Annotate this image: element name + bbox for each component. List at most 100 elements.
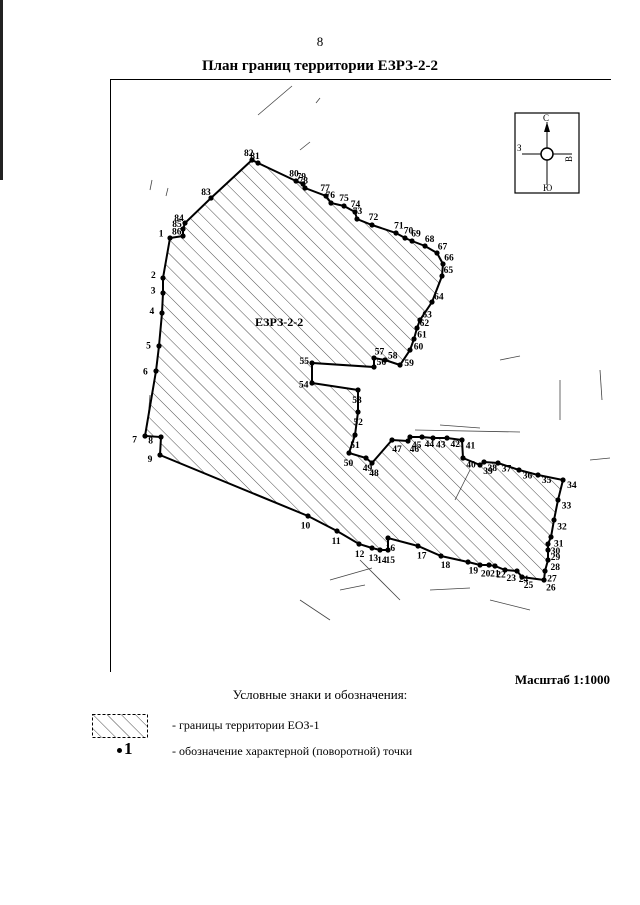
map-frame bbox=[110, 79, 611, 672]
point-marker-30 bbox=[545, 541, 551, 547]
point-marker-47 bbox=[389, 437, 395, 443]
point-marker-70 bbox=[402, 235, 408, 241]
point-label-63: 63 bbox=[422, 311, 432, 321]
point-marker-50 bbox=[346, 450, 352, 456]
point-label-5: 5 bbox=[146, 342, 151, 352]
point-label-22: 22 bbox=[496, 570, 506, 580]
point-marker-22 bbox=[492, 563, 498, 569]
point-marker-75 bbox=[341, 203, 347, 209]
point-label-50: 50 bbox=[344, 459, 354, 469]
point-marker-26 bbox=[541, 577, 547, 583]
point-marker-45 bbox=[407, 434, 413, 440]
point-label-27: 27 bbox=[547, 575, 557, 585]
point-marker-2 bbox=[160, 275, 166, 281]
point-marker-56 bbox=[371, 364, 377, 370]
compass-east: В bbox=[564, 156, 574, 162]
point-label-61: 61 bbox=[417, 331, 427, 341]
point-marker-78 bbox=[302, 185, 308, 191]
point-marker-68 bbox=[422, 243, 428, 249]
point-label-75: 75 bbox=[339, 194, 349, 204]
map-title: План границ территории ЕЗРЗ-2-2 bbox=[201, 58, 439, 74]
point-label-29: 29 bbox=[551, 553, 561, 563]
legend-boundary-text: - границы территории ЕОЗ-1 bbox=[172, 718, 320, 732]
point-label-15: 15 bbox=[386, 556, 396, 566]
point-marker-53 bbox=[355, 387, 361, 393]
point-marker-51 bbox=[352, 432, 358, 438]
point-marker-61 bbox=[411, 336, 417, 342]
point-label-39: 39 bbox=[483, 467, 493, 477]
point-marker-1 bbox=[167, 235, 173, 241]
scale-label: Масштаб 1:1000 bbox=[514, 672, 610, 687]
point-marker-6 bbox=[153, 368, 159, 374]
point-label-8: 8 bbox=[148, 437, 153, 447]
point-marker-63 bbox=[417, 317, 423, 323]
point-label-86: 86 bbox=[172, 227, 182, 237]
point-label-7: 7 bbox=[132, 435, 137, 445]
point-label-57: 57 bbox=[375, 347, 385, 357]
point-label-82: 82 bbox=[244, 149, 254, 159]
point-marker-54 bbox=[309, 380, 315, 386]
compass-center-icon bbox=[540, 147, 554, 161]
point-label-17: 17 bbox=[417, 552, 427, 562]
point-label-58: 58 bbox=[388, 351, 398, 361]
point-marker-48 bbox=[369, 460, 375, 466]
point-marker-11 bbox=[334, 528, 340, 534]
point-label-52: 52 bbox=[353, 418, 363, 428]
point-marker-83 bbox=[208, 195, 214, 201]
point-label-25: 25 bbox=[524, 581, 534, 591]
point-label-26: 26 bbox=[546, 584, 556, 594]
point-marker-18 bbox=[438, 553, 444, 559]
point-marker-86 bbox=[180, 233, 186, 239]
point-label-46: 46 bbox=[410, 445, 420, 455]
legend-point-text: - обозначение характерной (поворотной) т… bbox=[172, 744, 413, 758]
point-label-4: 4 bbox=[150, 307, 155, 317]
point-label-32: 32 bbox=[557, 522, 567, 532]
point-label-65: 65 bbox=[444, 266, 454, 276]
point-marker-44 bbox=[419, 434, 425, 440]
point-marker-34 bbox=[560, 477, 566, 483]
point-label-49: 49 bbox=[363, 464, 373, 474]
point-label-36: 36 bbox=[523, 471, 533, 481]
point-marker-3 bbox=[160, 290, 166, 296]
point-marker-29 bbox=[545, 547, 551, 553]
point-label-73: 73 bbox=[353, 207, 363, 217]
point-marker-79 bbox=[300, 181, 306, 187]
point-label-78: 78 bbox=[299, 176, 309, 186]
point-label-19: 19 bbox=[469, 567, 479, 577]
point-marker-55 bbox=[309, 360, 315, 366]
point-marker-73 bbox=[354, 216, 360, 222]
point-label-9: 9 bbox=[148, 455, 153, 465]
point-marker-80 bbox=[293, 178, 299, 184]
point-label-51: 51 bbox=[350, 441, 360, 451]
point-label-74: 74 bbox=[351, 200, 361, 210]
point-label-31: 31 bbox=[554, 540, 564, 550]
point-label-30: 30 bbox=[551, 547, 561, 557]
point-marker-57 bbox=[371, 355, 377, 361]
territory-boundary bbox=[143, 158, 565, 582]
point-marker-40 bbox=[460, 455, 466, 461]
point-marker-59 bbox=[397, 362, 403, 368]
point-label-13: 13 bbox=[369, 554, 379, 564]
point-label-54: 54 bbox=[299, 381, 309, 391]
point-label-16: 16 bbox=[386, 544, 396, 554]
point-label-56: 56 bbox=[377, 358, 387, 368]
point-label-44: 44 bbox=[425, 440, 435, 450]
point-marker-12 bbox=[356, 541, 362, 547]
point-marker-10 bbox=[305, 513, 311, 519]
point-label-53: 53 bbox=[352, 396, 362, 406]
point-label-37: 37 bbox=[502, 465, 512, 475]
zone-label: ЕЗРЗ-2-2 bbox=[255, 315, 303, 329]
point-label-84: 84 bbox=[174, 214, 184, 224]
point-marker-37 bbox=[495, 460, 501, 466]
point-label-33: 33 bbox=[562, 502, 572, 512]
point-marker-33 bbox=[555, 497, 561, 503]
point-marker-13 bbox=[369, 545, 375, 551]
point-marker-icon bbox=[117, 747, 122, 753]
point-marker-7 bbox=[142, 433, 148, 439]
point-marker-76 bbox=[328, 200, 334, 206]
point-label-59: 59 bbox=[404, 359, 414, 369]
point-marker-20 bbox=[477, 562, 483, 568]
point-marker-25 bbox=[519, 574, 525, 580]
point-label-81: 81 bbox=[250, 152, 260, 162]
